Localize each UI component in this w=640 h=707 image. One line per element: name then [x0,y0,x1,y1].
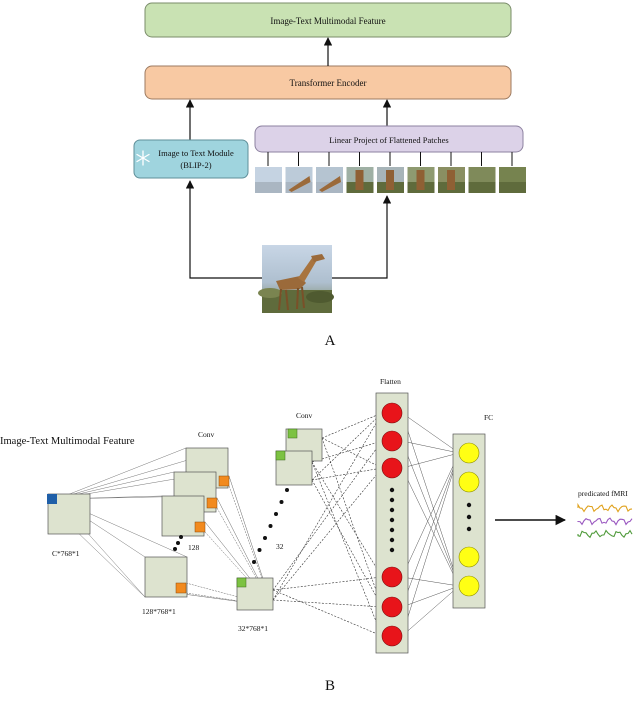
transformer-encoder-label: Transformer Encoder [290,78,367,88]
conv2-count-label: 32 [276,542,284,551]
image-patch [468,152,496,193]
image-line-left [185,180,262,279]
fc-connection-lines [401,412,460,637]
snowflake-icon [136,150,150,166]
image-patch [285,152,313,193]
conv1-ellipsis [173,535,183,551]
image-patch [377,152,404,193]
conv2-dims-label: 32*768*1 [238,624,268,633]
multimodal-feature-label: Image-Text Multimodal Feature [270,16,385,26]
image-patch [255,152,282,193]
image-to-text-label-line1: Image to Text Module [158,148,234,158]
conv1-count-label: 128 [188,543,200,552]
image-patch [316,152,343,193]
output-label: predicated fMRI [578,489,628,498]
panel-b: Image-Text Multimodal Feature C*768*1 Co… [0,377,633,694]
image-to-text-module-box [133,139,249,179]
fmri-signals [577,502,633,539]
giraffe-image [258,245,334,313]
blue-kernel [47,494,57,504]
image-patch [499,152,526,193]
conv2-feature-maps [236,428,323,611]
fc-label: FC [484,413,493,422]
input-dims-label: C*768*1 [52,549,80,558]
panel-a: Image-Text Multimodal Feature Transforme… [133,2,526,349]
image-to-text-label-line2: (BLIP-2) [180,160,211,170]
flatten-nodes [381,402,403,647]
flatten-label: Flatten [380,377,401,386]
multimodal-feature-box [144,2,512,38]
linear-projection-label: Linear Project of Flattened Patches [329,135,448,145]
conv1-label: Conv [198,430,215,439]
fc-nodes [458,442,480,597]
image-patch [438,152,465,193]
linear-projection-box [254,125,524,153]
conv1-dims-label: 128*768*1 [142,607,176,616]
image-line-right [332,195,392,279]
image-patch [346,152,374,193]
panel-b-letter: B [325,678,335,694]
input-feature-label: Image-Text Multimodal Feature [0,436,135,447]
conv1-feature-maps [144,447,230,598]
patch-strip [255,152,526,193]
conv2-ellipsis [252,488,289,564]
image-patch [407,152,435,193]
conv2-label: Conv [296,411,313,420]
panel-a-letter: A [325,333,336,349]
